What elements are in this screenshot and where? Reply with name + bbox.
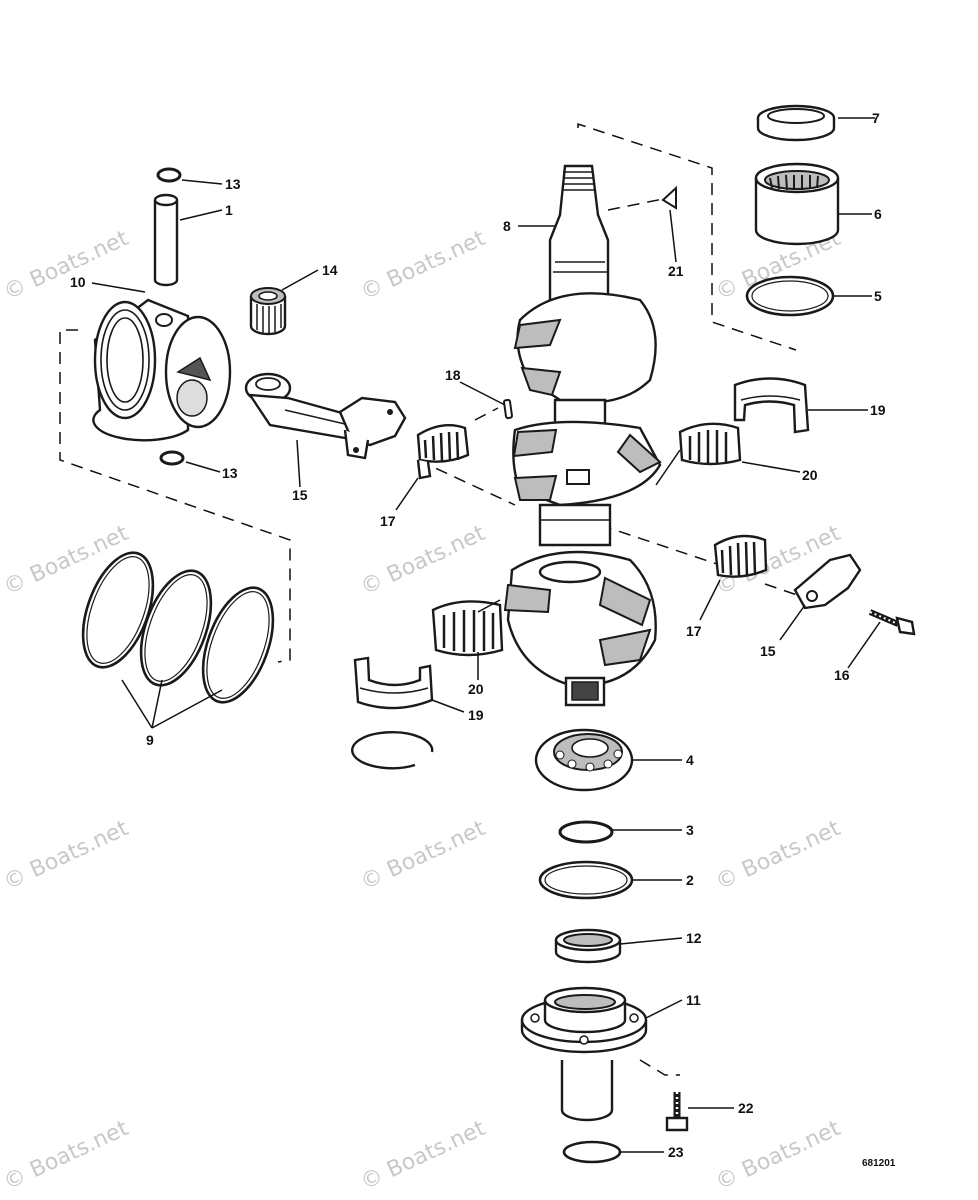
part-23-o-ring (562, 1140, 622, 1164)
part-15-rod-cap (793, 553, 862, 610)
callout-17: 17 (380, 513, 396, 529)
watermark: © Boats.net (0, 1116, 133, 1196)
callout-15: 15 (292, 487, 308, 503)
callout-20: 20 (468, 681, 484, 697)
callout-23: 23 (668, 1144, 684, 1160)
part-3-retaining-ring (558, 820, 614, 844)
part-13-retaining-clip-bottom (159, 450, 185, 466)
part-5-o-ring (745, 275, 835, 317)
leader-lines (91, 117, 881, 1153)
callout-labels: 13 1 10 14 13 15 17 18 9 7 6 5 8 21 19 2… (70, 110, 896, 1169)
part-7-seal-ring (756, 104, 836, 142)
part-9-piston-rings (81, 551, 275, 704)
watermark: © Boats.net (0, 226, 133, 306)
part-11-bearing-housing (520, 986, 648, 1122)
callout-17: 17 (686, 623, 702, 639)
part-20-bearing-cage-upper (678, 422, 742, 466)
part-4-ball-bearing (534, 728, 634, 792)
callout-2: 2 (686, 872, 694, 888)
callout-8: 8 (503, 218, 511, 234)
callout-20: 20 (802, 467, 818, 483)
snap-ring (351, 731, 434, 770)
part-2-o-ring (538, 860, 634, 900)
part-20-bearing-cage-lower (431, 600, 504, 657)
part-22-screw (665, 1092, 689, 1132)
watermark: © Boats.net (357, 1116, 490, 1196)
part-19-bearing-race-upper (733, 377, 810, 434)
callout-19: 19 (870, 402, 886, 418)
callout-12: 12 (686, 930, 702, 946)
part-17-bearing-cage-right (713, 534, 768, 578)
assembly-dashed-lines (59, 122, 801, 1076)
callout-3: 3 (686, 822, 694, 838)
callout-1: 1 (225, 202, 233, 218)
callout-10: 10 (70, 274, 86, 290)
callout-4: 4 (686, 752, 694, 768)
part-19-bearing-race-lower (353, 656, 434, 710)
callout-7: 7 (872, 110, 880, 126)
part-14-needle-bearing (249, 287, 287, 336)
part-10-piston (92, 298, 232, 442)
callout-6: 6 (874, 206, 882, 222)
part-1-piston-pin (153, 193, 179, 287)
part-6-roller-bearing (754, 162, 840, 246)
watermark: © Boats.net (357, 226, 490, 306)
watermark: © Boats.net (0, 521, 133, 601)
callout-14: 14 (322, 262, 338, 278)
callout-16: 16 (834, 667, 850, 683)
watermark: © Boats.net (357, 521, 490, 601)
part-18-dowel-pin (503, 398, 513, 420)
callout-11: 11 (686, 992, 701, 1008)
drawing-code: 681201 (862, 1158, 896, 1169)
callout-18: 18 (445, 367, 461, 383)
watermark: © Boats.net (712, 816, 845, 896)
callout-9: 9 (146, 732, 154, 748)
part-17-bearing-cage-left (416, 424, 470, 480)
callout-5: 5 (874, 288, 882, 304)
callout-22: 22 (738, 1100, 754, 1116)
callout-13: 13 (225, 176, 241, 192)
part-8-crankshaft (503, 164, 662, 707)
watermark: © Boats.net (0, 816, 133, 896)
callout-21: 21 (668, 263, 684, 279)
callout-15: 15 (760, 643, 776, 659)
watermark: © Boats.net (357, 816, 490, 896)
callout-13: 13 (222, 465, 238, 481)
part-21-woodruff-key (661, 185, 677, 210)
part-15-connecting-rod (244, 372, 407, 460)
callout-19: 19 (468, 707, 484, 723)
part-12-oil-seal (554, 928, 622, 964)
part-13-retaining-clip-top (156, 167, 182, 183)
watermark: © Boats.net (712, 1116, 845, 1196)
part-16-rod-bolt (868, 609, 916, 636)
